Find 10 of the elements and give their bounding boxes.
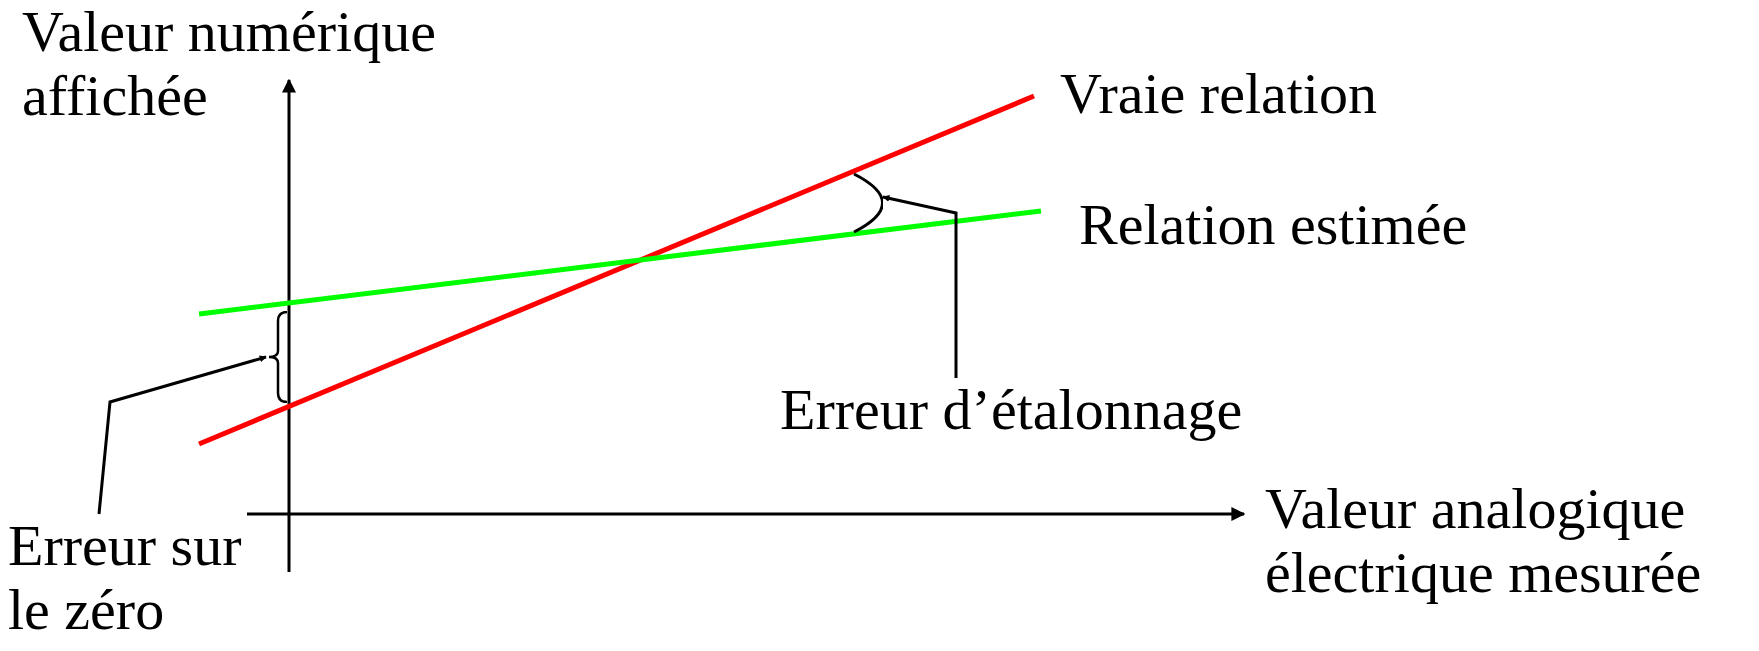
- leader-line: [882, 194, 958, 378]
- line-label: Relation estimée: [1079, 193, 1469, 257]
- annotation-text: Erreur d’étalonnage: [780, 378, 1244, 442]
- annotation-text: Erreur sur le zéro: [8, 514, 243, 642]
- axis-label: Valeur analogique électrique mesurée: [1265, 477, 1703, 605]
- angle-arc: [853, 172, 883, 234]
- leader-line: [97, 355, 267, 515]
- curly-brace: [268, 311, 288, 403]
- line-label: Vraie relation: [1060, 62, 1378, 126]
- axis-label: Valeur numérique affichée: [22, 0, 437, 128]
